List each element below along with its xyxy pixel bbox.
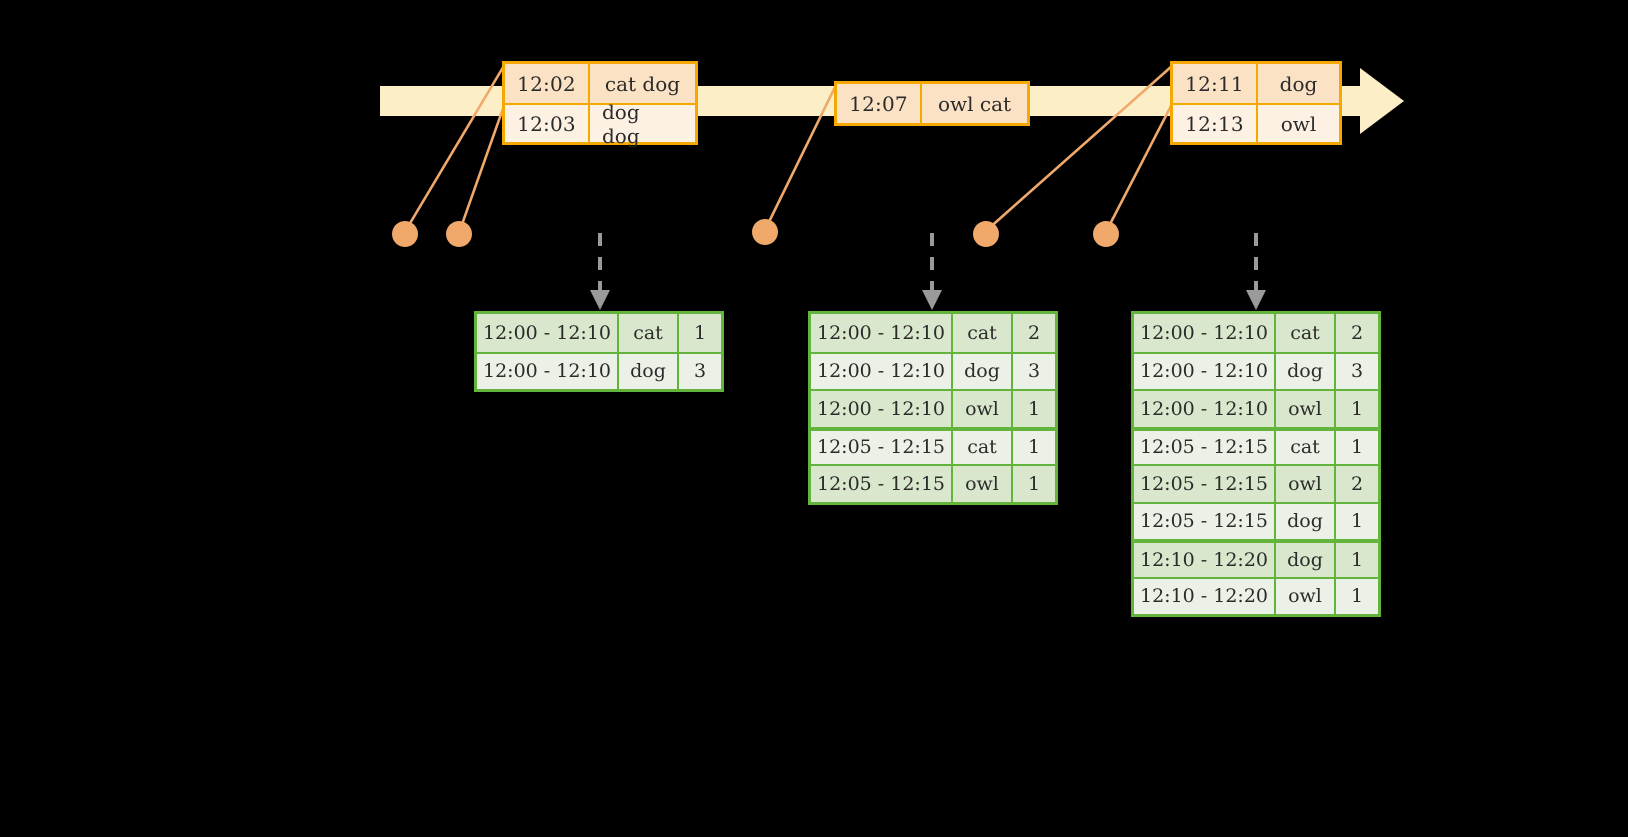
table-row[interactable]: 12:00 - 12:10 cat 1 xyxy=(477,314,721,352)
event-words: dog dog xyxy=(602,99,640,148)
cell-word: owl xyxy=(1276,391,1336,427)
table-row[interactable]: 12:00 - 12:10 owl 1 xyxy=(1134,389,1378,427)
event-box-group-1[interactable]: 12:02 cat dog 12:03 dog dog xyxy=(502,61,698,148)
cell-word: dog xyxy=(619,353,679,389)
cell-word: cat xyxy=(953,314,1013,352)
cell-count: 1 xyxy=(1350,436,1364,459)
flow-arrow-3 xyxy=(1246,233,1266,310)
cell-count: 1 xyxy=(1027,397,1041,420)
event-row[interactable]: 12:13 owl xyxy=(1173,103,1339,142)
event-row[interactable]: 12:11 dog xyxy=(1173,64,1339,103)
table-row[interactable]: 12:10 - 12:20 dog 1 xyxy=(1134,539,1378,577)
cell-window: 12:05 - 12:15 xyxy=(811,466,953,502)
event-time: 12:03 xyxy=(505,105,590,142)
cell-count: 2 xyxy=(1350,472,1364,495)
cell-word: owl xyxy=(1276,578,1336,614)
cell-window: 12:05 - 12:15 xyxy=(1134,466,1276,502)
result-table-3[interactable]: 12:00 - 12:10 cat 2 12:00 - 12:10 dog 3 … xyxy=(1131,311,1381,617)
connector-line-1 xyxy=(404,62,507,232)
cell-word: owl xyxy=(1276,466,1336,502)
cell-window: 12:05 - 12:15 xyxy=(1134,430,1276,464)
table-row[interactable]: 12:00 - 12:10 cat 2 xyxy=(811,314,1055,352)
cell-word: dog xyxy=(953,353,1013,389)
table-row[interactable]: 12:00 - 12:10 dog 3 xyxy=(1134,351,1378,389)
cell-window: 12:00 - 12:10 xyxy=(811,391,953,427)
cell-window: 12:00 - 12:10 xyxy=(811,314,953,352)
cell-count: 3 xyxy=(1027,360,1041,383)
table-row[interactable]: 12:10 - 12:20 owl 1 xyxy=(1134,576,1378,614)
cell-word: cat xyxy=(953,430,1013,464)
table-row[interactable]: 12:05 - 12:15 dog 1 xyxy=(1134,501,1378,539)
event-dot-3 xyxy=(752,219,778,245)
result-table-2[interactable]: 12:00 - 12:10 cat 2 12:00 - 12:10 dog 3 … xyxy=(808,311,1058,505)
table-row[interactable]: 12:05 - 12:15 cat 1 xyxy=(1134,426,1378,464)
event-words: dog xyxy=(1279,71,1318,96)
cell-window: 12:00 - 12:10 xyxy=(477,314,619,352)
cell-count: 1 xyxy=(1027,436,1041,459)
flow-arrow-1 xyxy=(590,233,610,310)
cell-word: owl xyxy=(953,466,1013,502)
cell-count: 1 xyxy=(693,321,707,344)
result-table-1[interactable]: 12:00 - 12:10 cat 1 12:00 - 12:10 dog 3 xyxy=(474,311,724,392)
event-dot-5 xyxy=(1093,221,1119,247)
cell-window: 12:10 - 12:20 xyxy=(1134,578,1276,614)
event-time: 12:13 xyxy=(1173,105,1258,142)
event-row[interactable]: 12:07 owl cat xyxy=(837,84,1027,123)
cell-word: dog xyxy=(1276,353,1336,389)
cell-window: 12:00 - 12:10 xyxy=(811,353,953,389)
event-dot-4 xyxy=(973,221,999,247)
event-row[interactable]: 12:02 cat dog xyxy=(505,64,695,103)
connector-line-2 xyxy=(458,101,507,232)
cell-word: cat xyxy=(1276,314,1336,352)
flow-arrow-2 xyxy=(922,233,942,310)
cell-word: dog xyxy=(1276,543,1336,577)
table-row[interactable]: 12:00 - 12:10 dog 3 xyxy=(477,351,721,389)
cell-count: 3 xyxy=(1350,360,1364,383)
cell-window: 12:05 - 12:15 xyxy=(811,430,953,464)
cell-window: 12:10 - 12:20 xyxy=(1134,543,1276,577)
connector-line-3 xyxy=(764,83,838,230)
cell-word: cat xyxy=(1276,430,1336,464)
table-row[interactable]: 12:05 - 12:15 owl 2 xyxy=(1134,464,1378,502)
table-row[interactable]: 12:05 - 12:15 cat 1 xyxy=(811,426,1055,464)
event-time: 12:11 xyxy=(1173,64,1258,103)
cell-window: 12:00 - 12:10 xyxy=(477,353,619,389)
event-dots xyxy=(392,219,1119,247)
flow-arrows xyxy=(590,233,1266,310)
cell-word: owl xyxy=(953,391,1013,427)
connector-line-5 xyxy=(1105,102,1174,232)
cell-word: dog xyxy=(1276,503,1336,539)
cell-count: 2 xyxy=(1350,321,1364,344)
cell-count: 1 xyxy=(1350,397,1364,420)
event-words: owl cat xyxy=(937,91,1012,116)
cell-count: 1 xyxy=(1350,510,1364,533)
event-time: 12:07 xyxy=(837,84,922,123)
cell-window: 12:00 - 12:10 xyxy=(1134,391,1276,427)
cell-window: 12:05 - 12:15 xyxy=(1134,503,1276,539)
cell-count: 1 xyxy=(1350,585,1364,608)
cell-count: 1 xyxy=(1350,548,1364,571)
cell-count: 2 xyxy=(1027,321,1041,344)
event-time: 12:02 xyxy=(505,64,590,103)
event-words: owl xyxy=(1280,111,1317,136)
event-words: cat dog xyxy=(604,71,681,96)
table-row[interactable]: 12:00 - 12:10 owl 1 xyxy=(811,389,1055,427)
event-dot-1 xyxy=(392,221,418,247)
cell-window: 12:00 - 12:10 xyxy=(1134,353,1276,389)
event-box-group-2[interactable]: 12:07 owl cat xyxy=(834,81,1030,126)
table-row[interactable]: 12:05 - 12:15 owl 1 xyxy=(811,464,1055,502)
table-row[interactable]: 12:00 - 12:10 dog 3 xyxy=(811,351,1055,389)
event-row[interactable]: 12:03 dog dog xyxy=(505,99,695,148)
event-dot-2 xyxy=(446,221,472,247)
event-box-group-3[interactable]: 12:11 dog 12:13 owl xyxy=(1170,61,1342,145)
cell-word: cat xyxy=(619,314,679,352)
cell-count: 1 xyxy=(1027,472,1041,495)
cell-window: 12:00 - 12:10 xyxy=(1134,314,1276,352)
table-row[interactable]: 12:00 - 12:10 cat 2 xyxy=(1134,314,1378,352)
cell-count: 3 xyxy=(693,360,707,383)
